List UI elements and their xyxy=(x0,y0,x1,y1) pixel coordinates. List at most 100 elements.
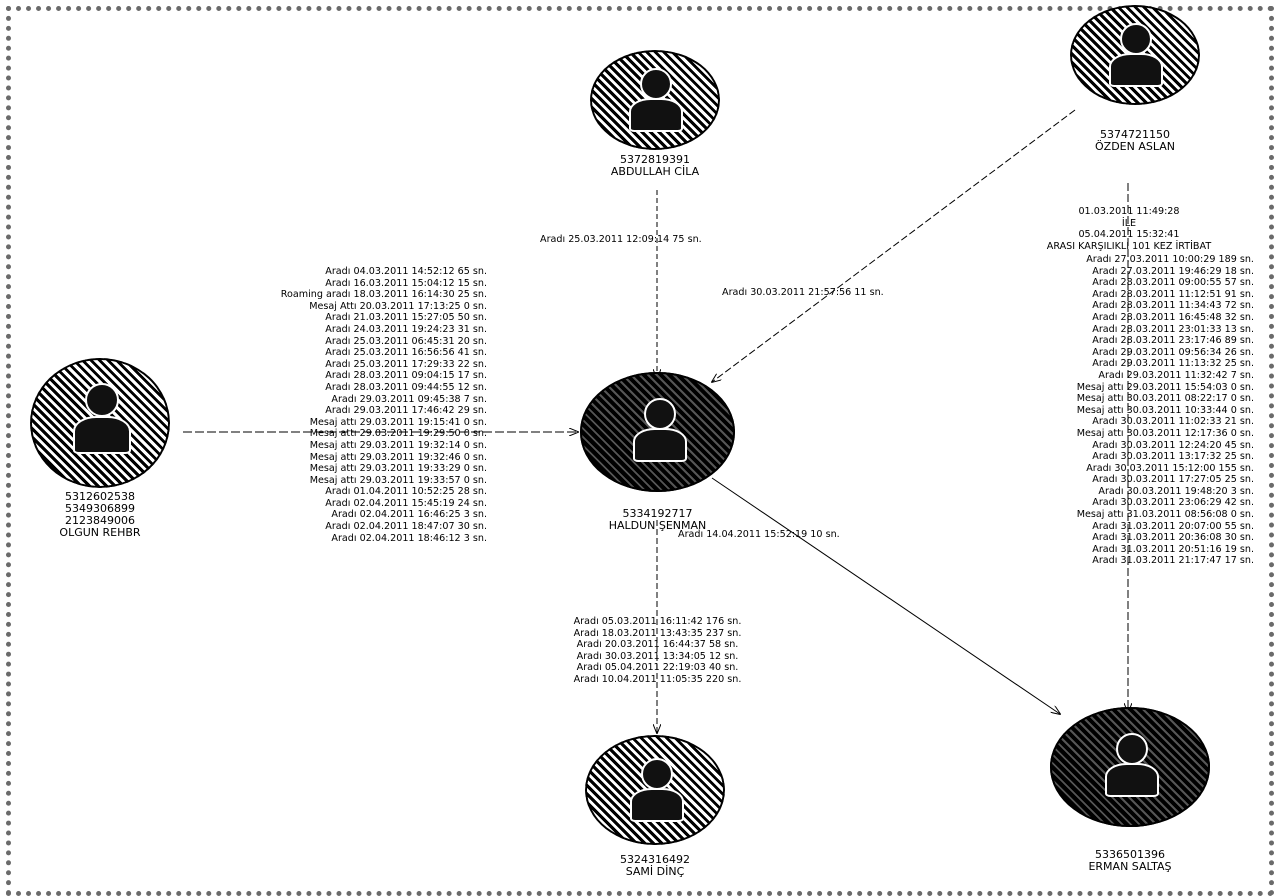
person-icon-body xyxy=(1109,53,1163,87)
node-ozden[interactable]: 5374721150 ÖZDEN ASLAN xyxy=(1060,0,1210,153)
call-entry: Aradı 30.03.2011 17:27:05 25 sn. xyxy=(1092,474,1254,486)
call-entry: ARASI KARŞILIKLI 101 KEZ İRTİBAT xyxy=(1046,240,1212,252)
node-line: 5349306899 xyxy=(65,502,135,515)
node-name: ERMAN SALTAŞ xyxy=(1088,860,1172,873)
call-entry: Mesaj attı 31.03.2011 08:56:08 0 sn. xyxy=(1076,509,1254,521)
call-entry: Aradı 21.03.2011 15:27:05 50 sn. xyxy=(325,312,487,324)
call-entry: Aradı 28.03.2011 16:45:48 32 sn. xyxy=(1092,311,1254,323)
node-phone: 5374721150 xyxy=(1100,128,1170,141)
call-entry: Aradı 27.03.2011 10:00:29 189 sn. xyxy=(1086,254,1254,265)
edge-label-abdullah-haldun: Aradı 25.03.2011 12:09:14 75 sn. xyxy=(540,234,702,245)
call-entry: Aradı 02.04.2011 16:46:25 3 sn. xyxy=(331,509,487,521)
call-entry: Aradı 24.03.2011 19:24:23 31 sn. xyxy=(325,323,487,335)
call-entry: Aradı 29.03.2011 17:46:42 29 sn. xyxy=(325,405,487,417)
person-icon xyxy=(1120,23,1152,55)
call-entry: Aradı 30.03.2011 13:17:32 25 sn. xyxy=(1092,451,1254,463)
call-entry: Aradı 28.03.2011 23:01:33 13 sn. xyxy=(1092,323,1254,335)
person-icon xyxy=(1116,733,1148,765)
call-entry: 01.03.2011 11:49:28 xyxy=(1078,206,1180,217)
person-icon xyxy=(85,383,119,417)
call-entry: Mesaj attı 29.03.2011 19:29:50 0 sn. xyxy=(309,428,487,440)
call-entry: Aradı 31.03.2011 21:17:47 17 sn. xyxy=(1092,555,1254,567)
call-entry: Roaming aradı 18.03.2011 16:14:30 25 sn. xyxy=(280,289,487,301)
call-entry: Mesaj attı 29.03.2011 15:54:03 0 sn. xyxy=(1076,381,1254,393)
node-disc xyxy=(30,358,170,488)
call-entry: Aradı 25.03.2011 17:29:33 22 sn. xyxy=(325,358,487,370)
call-entry: Aradı 28.03.2011 09:44:55 12 sn. xyxy=(325,381,487,393)
call-entry: Mesaj attı 29.03.2011 19:33:29 0 sn. xyxy=(309,463,487,475)
edge-haldun-erman xyxy=(711,477,1060,714)
node-left[interactable]: 5312602538 5349306899 2123849006 OLGUN R… xyxy=(20,358,180,548)
node-label: 5372819391 ABDULLAH CİLA xyxy=(585,154,725,178)
edge-label-haldun-erman: Aradı 14.04.2011 15:52:19 10 sn. xyxy=(678,529,840,540)
call-entry: Mesaj attı 29.03.2011 19:15:41 0 sn. xyxy=(309,416,487,428)
call-entry: Aradı 30.03.2011 23:06:29 42 sn. xyxy=(1092,497,1254,509)
call-entry: Aradı 10.04.2011 11:05:35 220 sn. xyxy=(573,673,742,685)
call-list-sami: Aradı 05.03.2011 16:11:42 176 sn.Aradı 1… xyxy=(520,616,795,686)
node-name: ÖZDEN ASLAN xyxy=(1095,140,1175,153)
edge-label-ozden-haldun: Aradı 30.03.2011 21:57:56 11 sn. xyxy=(722,287,884,298)
node-label: 5374721150 ÖZDEN ASLAN xyxy=(1060,129,1210,153)
node-name: HALDUN ŞENMAN xyxy=(608,519,707,532)
person-icon xyxy=(644,398,676,430)
person-icon-body xyxy=(633,428,687,462)
node-haldun[interactable]: 5334192717 HALDUN ŞENMAN xyxy=(575,372,740,532)
call-entry: Aradı 29.03.2011 09:45:38 7 sn. xyxy=(331,393,487,405)
call-entry: Aradı 31.03.2011 20:51:16 19 sn. xyxy=(1092,543,1254,555)
call-entry: Aradı 28.03.2011 11:12:51 91 sn. xyxy=(1092,288,1254,300)
call-entry: Aradı 28.03.2011 11:34:43 72 sn. xyxy=(1092,300,1254,312)
call-entry: Aradı 30.03.2011 13:34:05 12 sn. xyxy=(576,650,739,662)
call-entry: Aradı 30.03.2011 15:12:00 155 sn. xyxy=(1086,462,1254,474)
call-entry: Aradı 30.03.2011 11:02:33 21 sn. xyxy=(1092,416,1254,428)
node-name: SAMİ DİNÇ xyxy=(625,865,685,878)
edge-ozden-haldun xyxy=(712,109,1076,382)
call-entry: Aradı 02.04.2011 18:46:12 3 sn. xyxy=(331,532,487,544)
call-entry: 05.04.2011 15:32:41 xyxy=(1078,229,1180,241)
call-entry: Aradı 29.03.2011 11:32:42 7 sn. xyxy=(1098,369,1254,381)
call-entry: Aradı 29.03.2011 11:13:32 25 sn. xyxy=(1092,358,1254,370)
person-icon xyxy=(640,68,672,100)
call-entry: Aradı 28.03.2011 09:00:55 57 sn. xyxy=(1092,277,1254,289)
person-icon-body xyxy=(1105,763,1159,797)
call-entry: Aradı 31.03.2011 20:36:08 30 sn. xyxy=(1092,532,1254,544)
call-entry: Aradı 28.03.2011 23:17:46 89 sn. xyxy=(1092,335,1254,347)
diagram-frame xyxy=(6,6,1274,896)
call-list-ozden: Aradı 27.03.2011 10:00:29 189 sn.Aradı 2… xyxy=(998,254,1254,567)
person-icon xyxy=(641,758,673,790)
call-entry: Aradı 28.03.2011 09:04:15 17 sn. xyxy=(325,370,487,382)
node-label: 5312602538 5349306899 2123849006 OLGUN R… xyxy=(20,491,180,539)
node-erman[interactable]: 5336501396 ERMAN SALTAŞ xyxy=(1045,707,1215,873)
call-entry: Aradı 30.03.2011 19:48:20 3 sn. xyxy=(1098,485,1254,497)
node-sami[interactable]: 5324316492 SAMİ DİNÇ xyxy=(580,730,730,890)
call-entry: Aradı 02.04.2011 18:47:07 30 sn. xyxy=(325,521,487,533)
node-label: 5334192717 HALDUN ŞENMAN xyxy=(575,508,740,532)
call-entry: Aradı 01.04.2011 10:52:25 28 sn. xyxy=(325,486,487,498)
person-icon-body xyxy=(629,98,683,132)
node-phone: 5324316492 xyxy=(620,853,690,866)
call-entry: Mesaj attı 29.03.2011 19:33:57 0 sn. xyxy=(309,474,487,486)
node-phone: 5334192717 xyxy=(622,507,693,520)
node-label: 5324316492 SAMİ DİNÇ xyxy=(580,854,730,878)
call-entry: Aradı 18.03.2011 13:43:35 237 sn. xyxy=(573,627,742,639)
node-line: 5312602538 xyxy=(65,490,135,503)
call-entry: Aradı 16.03.2011 15:04:12 15 sn. xyxy=(325,277,487,289)
node-abdullah[interactable]: 5372819391 ABDULLAH CİLA xyxy=(585,50,725,190)
call-entry: Aradı 31.03.2011 20:07:00 55 sn. xyxy=(1092,520,1254,532)
node-line: OLGUN REHBR xyxy=(59,526,141,539)
call-entry: Aradı 27.03.2011 19:46:29 18 sn. xyxy=(1092,265,1254,277)
call-entry: Aradı 29.03.2011 09:56:34 26 sn. xyxy=(1092,346,1254,358)
call-entry: Mesaj Attı 20.03.2011 17:13:25 0 sn. xyxy=(309,300,487,312)
call-entry: Aradı 05.03.2011 16:11:42 176 sn. xyxy=(573,616,742,627)
call-entry: Aradı 30.03.2011 12:24:20 45 sn. xyxy=(1092,439,1254,451)
call-entry: Aradı 05.04.2011 22:19:03 40 sn. xyxy=(576,662,739,674)
call-entry: Mesaj attı 30.03.2011 10:33:44 0 sn. xyxy=(1076,404,1254,416)
call-list-left: Aradı 04.03.2011 14:52:12 65 sn.Aradı 16… xyxy=(195,266,487,544)
call-entry: İLE xyxy=(1121,217,1137,229)
call-entry: Aradı 04.03.2011 14:52:12 65 sn. xyxy=(325,266,487,277)
call-entry: Mesaj attı 29.03.2011 19:32:46 0 sn. xyxy=(309,451,487,463)
node-label: 5336501396 ERMAN SALTAŞ xyxy=(1045,849,1215,873)
call-entry: Aradı 25.03.2011 16:56:56 41 sn. xyxy=(325,347,487,359)
call-entry: Mesaj attı 29.03.2011 19:32:14 0 sn. xyxy=(309,439,487,451)
